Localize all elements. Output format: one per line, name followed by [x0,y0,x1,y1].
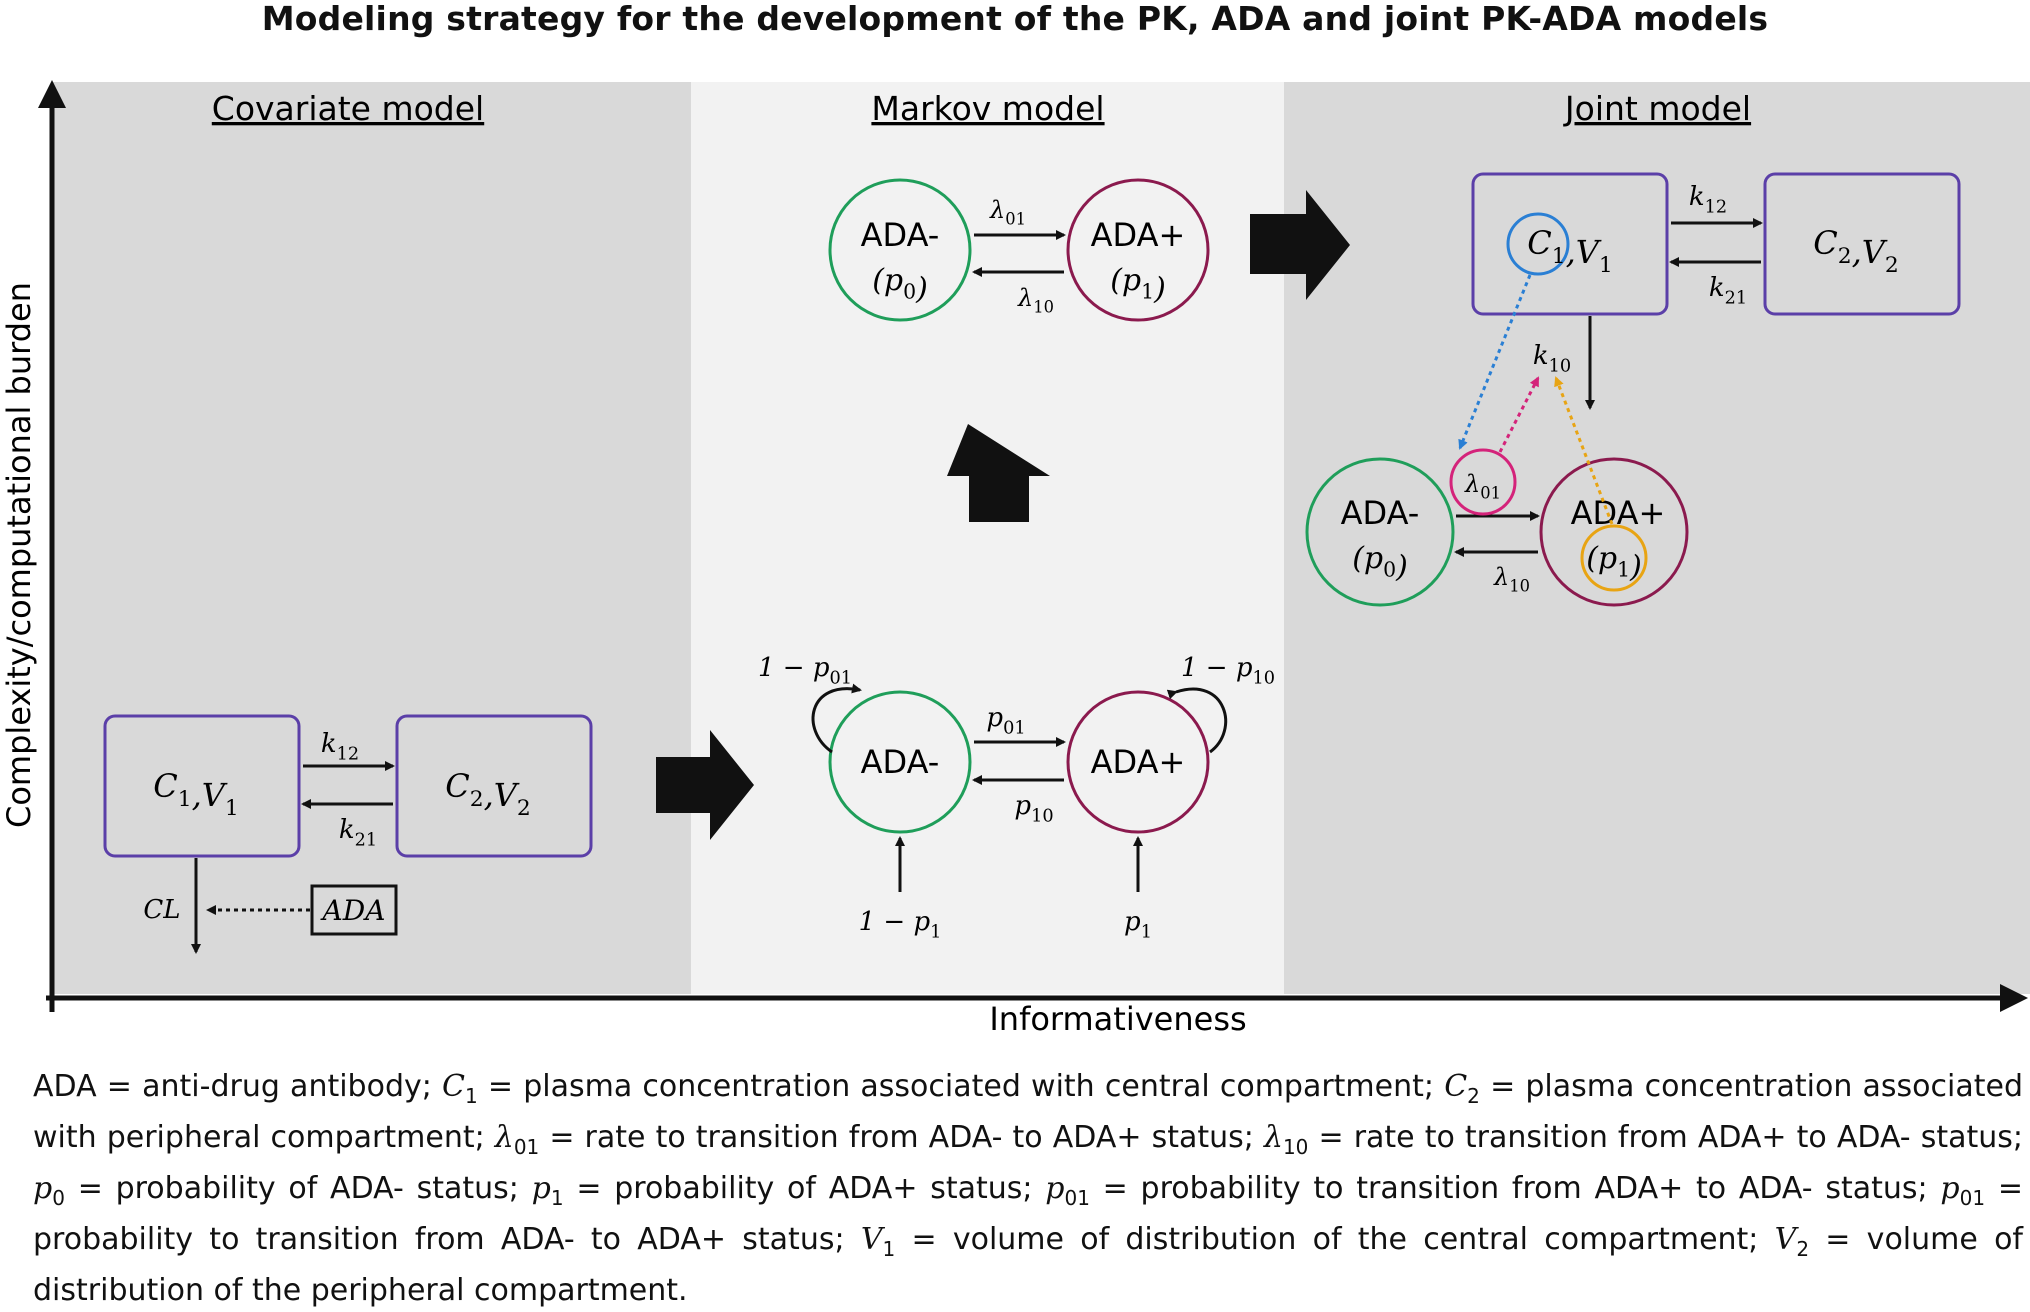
markov-lower-p10-label: p10 [1014,791,1053,826]
cov-ada-covariate-label: ADA [320,894,386,927]
joint-k21-label: k21 [1709,273,1747,308]
joint-link-lambda01-to-k10 [1498,376,1540,453]
legend-symbol-subscript: 0 [52,1186,65,1210]
joint-p0-label: (p0) [1352,541,1408,584]
legend-symbol: C [442,1069,466,1104]
legend-symbol: p [531,1171,551,1206]
markov-lower-init-pos-label: p1 [1124,907,1152,942]
legend-entry: p0 = probability of ADA- status; [33,1171,532,1210]
joint-link-c1-to-lambda01 [1458,274,1532,450]
joint-lambda10-label: λ10 [1493,563,1530,596]
joint-peripheral-label: C2,V2 [1813,224,1899,278]
arrow-covariate-to-markov [656,730,754,840]
legend-entry: p1 = probability of ADA+ status; [531,1171,1046,1210]
legend-symbol: λ [1263,1120,1283,1155]
markov-lower-ada-pos-state [1066,690,1210,834]
legend-symbol-subscript: 1 [465,1084,478,1108]
legend-symbol: C [1444,1069,1468,1104]
legend-symbol: V [1774,1222,1797,1257]
figure-title: Modeling strategy for the development of… [261,0,1769,38]
markov-lower-self-neg-label: 1 − p01 [758,653,852,688]
legend-symbol: λ [494,1120,514,1155]
x-axis-arrowhead [2000,984,2028,1012]
legend-symbol: p [1940,1171,1960,1206]
legend-entry: λ01 = rate to transition from ADA- to AD… [494,1120,1264,1159]
markov-upper-ada-pos-state [1066,178,1210,322]
legend-entry: λ10 = rate to transition from ADA+ to AD… [1263,1120,2023,1159]
joint-peripheral-compartment [1763,172,1961,316]
cov-ada-covariate-box [310,884,398,936]
legend-symbol: p [1045,1171,1065,1206]
joint-k12-label: k12 [1689,182,1727,217]
markov-upper-lambda01-label: λ01 [989,196,1026,229]
legend-symbol-subscript: 2 [1467,1084,1480,1108]
joint-c1-highlight [1506,212,1570,276]
joint-link-p1-to-k10 [1554,376,1614,525]
cov-peripheral-label: C2,V2 [445,767,531,821]
markov-lower-init-neg-label: 1 − p1 [859,907,942,942]
joint-central-compartment [1471,172,1669,316]
markov-lower-ada-neg-label: ADA- [861,743,940,781]
figure-legend: ADA = anti-drug antibody; C1 = plasma co… [33,1066,2023,1312]
legend-symbol: p [33,1171,53,1206]
legend-symbol-subscript: 01 [1959,1186,1986,1210]
joint-k10-label: k10 [1533,341,1571,376]
markov-lower-ada-pos-label: ADA+ [1091,743,1186,781]
markov-upper-p0-label: (p0) [872,263,928,306]
markov-lower-self-pos-label: 1 − p10 [1181,653,1275,688]
markov-heading: Markov model [871,89,1104,128]
covariate-heading: Covariate model [212,89,484,128]
arrow-discrete-to-continuous [947,424,1050,522]
markov-lower-ada-neg-state [828,690,972,834]
cov-central-label: C1,V1 [153,767,239,821]
covariate-panel-bg [52,82,691,994]
joint-p1-label: (p1) [1586,541,1642,584]
joint-ada-pos-state [1539,457,1689,607]
markov-upper-ada-pos-label: ADA+ [1091,216,1186,254]
markov-lower-self-loop-pos [1166,687,1228,754]
joint-ada-neg-label: ADA- [1341,494,1420,532]
joint-heading: Joint model [1563,89,1751,128]
cov-k21-label: k21 [339,815,377,850]
y-axis-label: Complexity/computational burden [0,282,38,828]
cov-k12-label: k12 [321,729,359,764]
markov-upper-ada-neg-label: ADA- [861,216,940,254]
markov-upper-ada-neg-state [828,178,972,322]
legend-entry: ADA = anti-drug antibody; [33,1069,443,1104]
markov-upper-lambda10-label: λ10 [1017,284,1054,317]
joint-lambda01-highlight [1449,448,1517,516]
legend-symbol-subscript: 01 [513,1135,540,1159]
y-axis-arrowhead [38,80,66,108]
markov-upper-p1-label: (p1) [1110,263,1166,306]
joint-central-label: C1,V1 [1527,224,1613,278]
legend-entry: p01 = probability to transition from ADA… [33,1171,2023,1257]
legend-symbol-subscript: 1 [550,1186,564,1210]
cov-peripheral-compartment [395,714,593,858]
markov-panel-bg [691,82,1284,994]
x-axis-label: Informativeness [989,1000,1246,1038]
markov-lower-p01-label: p01 [986,703,1025,738]
legend-symbol-subscript: 10 [1282,1135,1309,1159]
markov-lower-self-loop-neg [811,683,862,754]
legend-symbol: V [860,1222,883,1257]
legend-entry: C2 = plasma concentration associated wit… [33,1069,2024,1155]
cov-central-compartment [103,714,301,858]
joint-panel-bg [1284,82,2030,994]
strategy-diagram: Complexity/computational burden Informat… [0,80,2030,1038]
joint-lambda01-label: λ01 [1464,470,1501,503]
joint-p1-highlight [1580,524,1648,592]
legend-symbol-subscript: 1 [882,1237,896,1261]
joint-ada-neg-state [1305,457,1455,607]
legend-symbol-subscript: 01 [1064,1186,1090,1210]
cov-clearance-label: CL [143,895,180,925]
legend-entry: V1 = volume of distribution of the centr… [860,1222,1775,1261]
arrow-markov-to-joint [1250,190,1350,300]
legend-entry: p01 = probability to transition from ADA… [1045,1171,1941,1210]
legend-entry: C1 = plasma concentration associated wit… [442,1069,1445,1108]
legend-symbol-subscript: 2 [1796,1237,1810,1261]
